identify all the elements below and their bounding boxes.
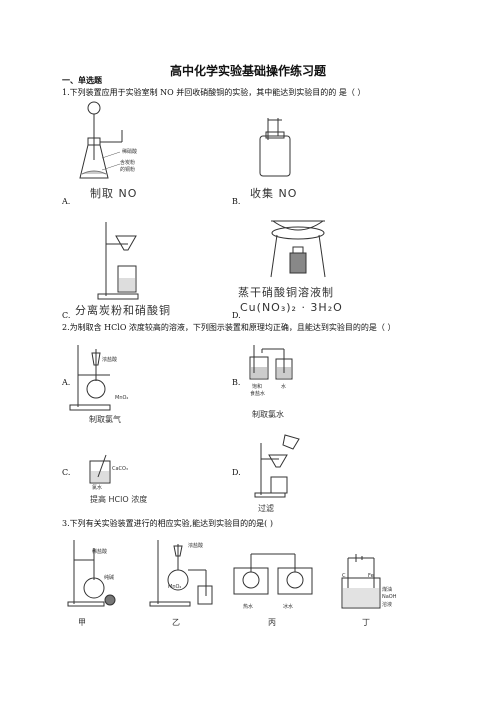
q3-ding-label-fe: Fe (368, 573, 374, 579)
q1-caption-d: 蒸干硝酸铜溶液制 (238, 286, 334, 299)
q2-caption-d: 过滤 (258, 504, 274, 513)
q3-bing-figure (232, 550, 317, 600)
q1-option-a: A. (62, 197, 71, 206)
question-3-text: 3.下列有关实验装置进行的相应实验,能达到实验目的的是( ) (62, 519, 273, 528)
q3-jia-label-hcl: 稀盐酸 (92, 549, 108, 555)
q3-ding-label-c: C (342, 573, 346, 579)
q3-bing-label-ice-water: 冰水 (283, 604, 294, 610)
q2-b-figure (248, 345, 296, 385)
q2-option-a: A. (62, 378, 71, 387)
q2-option-b: B. (232, 378, 241, 387)
q2-option-c: C. (62, 468, 71, 477)
q2-c-label-caco3: CaCO₃ (112, 466, 128, 472)
q1-formula-d: Cu(NO₃)₂ · 3H₂O (240, 301, 343, 314)
q2-a-label-conc-hcl: 浓盐酸 (102, 357, 118, 363)
q1-option-b: B. (232, 197, 241, 206)
q1-a-figure (72, 100, 152, 195)
q3-ding-figure (338, 558, 388, 610)
q3-ding-label-solution: 溶液 (382, 602, 393, 608)
q1-option-c: C. (62, 311, 71, 320)
page-title: 高中化学实验基础操作练习题 (169, 64, 326, 78)
section-heading: 一、单选题 (62, 75, 102, 85)
q1-a-label-copper: 的铜粉 (120, 167, 136, 173)
question-2-text: 2.为制取含 HClO 浓度较高的溶液，下列图示装置和原理均正确，且能达到实验目… (62, 323, 396, 332)
q3-jia-figure (68, 540, 123, 610)
q2-b-label-water: 水 (281, 384, 287, 390)
q3-caption-ding: 丁 (362, 618, 370, 627)
q2-caption-b: 制取氯水 (252, 410, 284, 419)
q2-b-label-brine: 食盐水 (250, 391, 266, 397)
q1-b-figure (258, 118, 308, 180)
q2-d-figure (255, 433, 303, 501)
q3-yi-label-conc-hcl: 浓盐酸 (188, 543, 204, 549)
q2-c-label-chlorine-water: 氯水 (92, 485, 103, 491)
q1-a-label-carbon: 含炭粉 (120, 160, 136, 166)
q3-ding-label-naoh: NaOH (382, 594, 397, 600)
question-1-text: 1.下列装置应用于实验室制 NO 并回收硝酸铜的实验，其中能达到实验目的的 是（… (62, 88, 366, 97)
q3-caption-jia: 甲 (78, 618, 86, 627)
q3-ding-label-kerosene: 煤油 (382, 587, 393, 593)
q3-yi-figure (150, 540, 215, 610)
q1-c-figure (98, 222, 143, 302)
q2-a-figure (70, 345, 130, 411)
q1-caption-b: 收集 NO (250, 187, 298, 200)
q1-caption-c: 分离炭粉和硝酸铜 (75, 304, 171, 317)
q2-b-label-saturated: 饱和 (252, 384, 263, 390)
q3-caption-bing: 丙 (268, 618, 276, 627)
q2-option-d: D. (232, 468, 241, 477)
q1-option-d: D. (232, 311, 241, 320)
q1-d-figure (263, 211, 333, 281)
q3-jia-label-soda: 纯碱 (104, 575, 115, 581)
q1-caption-a: 制取 NO (90, 187, 138, 200)
q2-c-figure (86, 455, 116, 485)
q3-caption-yi: 乙 (172, 618, 180, 627)
q2-a-label-mno2: MnO₂ (115, 395, 129, 401)
q1-a-label-dilute-nitric: 稀硝酸 (122, 149, 138, 155)
q3-bing-label-hot-water: 热水 (243, 604, 254, 610)
q2-caption-c: 提高 HClO 浓度 (90, 495, 148, 504)
q3-yi-label-mno2: MnO₂ (168, 584, 182, 590)
q2-caption-a: 制取氯气 (89, 415, 121, 424)
